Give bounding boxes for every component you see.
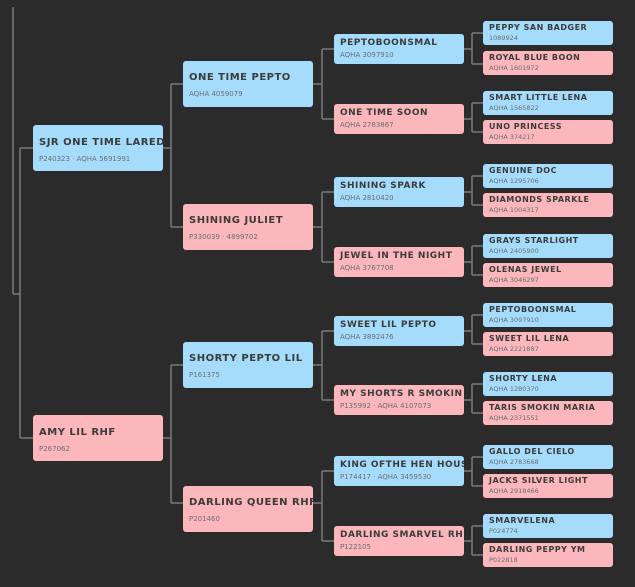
horse-name: MY SHORTS R SMOKIN [340, 389, 463, 399]
horse-name: SHINING SPARK [340, 181, 426, 191]
horse-name: SWEET LIL PEPTO [340, 320, 437, 330]
pedigree-node-g3[interactable]: DARLING SMARVEL RHF P122105 [334, 526, 464, 556]
registration-number: AQHA 1295706 [489, 177, 539, 185]
registration-number: P330039 · 4899702 [189, 233, 258, 241]
horse-name: ONE TIME PEPTO [189, 72, 291, 83]
pedigree-node-g4[interactable]: ROYAL BLUE BOON AQHA 1601972 [483, 51, 613, 75]
registration-number: AQHA 1004317 [489, 206, 539, 214]
registration-number: AQHA 2221887 [489, 345, 539, 353]
pedigree-node-g3[interactable]: PEPTOBOONSMAL AQHA 3097910 [334, 34, 464, 64]
pedigree-node-g4[interactable]: SMARVELENA P024774 [483, 514, 613, 538]
registration-number: AQHA 3046297 [489, 276, 539, 284]
horse-name: JEWEL IN THE NIGHT [340, 251, 453, 261]
pedigree-node-g3[interactable]: JEWEL IN THE NIGHT AQHA 3767708 [334, 247, 464, 277]
pedigree-node-dam[interactable]: AMY LIL RHF P267062 [33, 415, 163, 461]
horse-name: ROYAL BLUE BOON [489, 53, 581, 62]
pedigree-node-sire[interactable]: SJR ONE TIME LAREDO P240323 · AQHA 56919… [33, 125, 163, 171]
horse-name: SHORTY PEPTO LIL [189, 353, 303, 364]
horse-name: SJR ONE TIME LAREDO [39, 137, 163, 148]
horse-name: SHORTY LENA [489, 374, 558, 383]
pedigree-node-g4[interactable]: TARIS SMOKIN MARIA AQHA 2371551 [483, 401, 613, 425]
pedigree-node-g4[interactable]: PEPTOBOONSMAL AQHA 3097910 [483, 303, 613, 327]
pedigree-node-g4[interactable]: SMART LITTLE LENA AQHA 1565822 [483, 91, 613, 115]
horse-name: PEPTOBOONSMAL [340, 38, 438, 48]
registration-number: 1089924 [489, 34, 518, 42]
registration-number: AQHA 1565822 [489, 104, 539, 112]
registration-number: AQHA 2783867 [340, 121, 394, 129]
registration-number: AQHA 4059079 [189, 90, 243, 98]
horse-name: SMART LITTLE LENA [489, 93, 588, 102]
registration-number: P024774 [489, 527, 518, 535]
pedigree-node-g4[interactable]: SWEET LIL LENA AQHA 2221887 [483, 332, 613, 356]
registration-number: AQHA 3892476 [340, 333, 394, 341]
pedigree-node-g4[interactable]: PEPPY SAN BADGER 1089924 [483, 21, 613, 45]
horse-name: PEPPY SAN BADGER [489, 23, 588, 32]
pedigree-node-g4[interactable]: JACKS SILVER LIGHT AQHA 2918466 [483, 474, 613, 498]
horse-name: PEPTOBOONSMAL [489, 305, 577, 314]
pedigree-node-g4[interactable]: GENUINE DOC AQHA 1295706 [483, 164, 613, 188]
registration-number: AQHA 1601972 [489, 64, 539, 72]
horse-name: UNO PRINCESS [489, 122, 562, 131]
registration-number: P161375 [189, 371, 220, 379]
registration-number: P174417 · AQHA 3459530 [340, 473, 432, 481]
horse-name: DARLING PEPPY YM [489, 545, 586, 554]
horse-name: DIAMONDS SPARKLE [489, 195, 590, 204]
pedigree-node-dam-dam[interactable]: DARLING QUEEN RHF P201460 [183, 486, 313, 532]
pedigree-node-g4[interactable]: GALLO DEL CIELO AQHA 2783668 [483, 445, 613, 469]
registration-number: AQHA 3767708 [340, 264, 394, 272]
pedigree-node-g4[interactable]: GRAYS STARLIGHT AQHA 2405900 [483, 234, 613, 258]
horse-name: DARLING QUEEN RHF [189, 497, 313, 508]
pedigree-node-g4[interactable]: OLENAS JEWEL AQHA 3046297 [483, 263, 613, 287]
pedigree-node-sire-dam[interactable]: SHINING JULIET P330039 · 4899702 [183, 204, 313, 250]
registration-number: AQHA 1280370 [489, 385, 539, 393]
horse-name: ONE TIME SOON [340, 108, 429, 118]
pedigree-node-g3[interactable]: MY SHORTS R SMOKIN P135992 · AQHA 410707… [334, 385, 464, 415]
pedigree-node-sire-sire[interactable]: ONE TIME PEPTO AQHA 4059079 [183, 61, 313, 107]
horse-name: OLENAS JEWEL [489, 265, 562, 274]
registration-number: AQHA 374217 [489, 133, 535, 141]
registration-number: P122105 [340, 543, 371, 551]
registration-number: P201460 [189, 515, 220, 523]
registration-number: P135992 · AQHA 4107073 [340, 402, 432, 410]
horse-name: SMARVELENA [489, 516, 556, 525]
horse-name: GRAYS STARLIGHT [489, 236, 579, 245]
pedigree-node-dam-sire[interactable]: SHORTY PEPTO LIL P161375 [183, 342, 313, 388]
pedigree-node-g3[interactable]: SWEET LIL PEPTO AQHA 3892476 [334, 316, 464, 346]
pedigree-node-g3[interactable]: KING OFTHE HEN HOUSE P174417 · AQHA 3459… [334, 456, 464, 486]
horse-name: SWEET LIL LENA [489, 334, 570, 343]
registration-number: AQHA 2405900 [489, 247, 539, 255]
pedigree-node-g4[interactable]: UNO PRINCESS AQHA 374217 [483, 120, 613, 144]
horse-name: GALLO DEL CIELO [489, 447, 575, 456]
horse-name: TARIS SMOKIN MARIA [489, 403, 596, 412]
pedigree-node-g3[interactable]: ONE TIME SOON AQHA 2783867 [334, 104, 464, 134]
horse-name: SHINING JULIET [189, 215, 284, 226]
registration-number: AQHA 2783668 [489, 458, 539, 466]
pedigree-node-g3[interactable]: SHINING SPARK AQHA 2810420 [334, 177, 464, 207]
horse-name: DARLING SMARVEL RHF [340, 530, 464, 540]
horse-name: AMY LIL RHF [39, 427, 116, 438]
registration-number: P240323 · AQHA 5691991 [39, 155, 131, 163]
registration-number: AQHA 2918466 [489, 487, 539, 495]
pedigree-node-g4[interactable]: DARLING PEPPY YM P022818 [483, 543, 613, 567]
registration-number: P267062 [39, 445, 70, 453]
registration-number: AQHA 3097910 [489, 316, 539, 324]
pedigree-node-g4[interactable]: DIAMONDS SPARKLE AQHA 1004317 [483, 193, 613, 217]
registration-number: AQHA 2371551 [489, 414, 539, 422]
horse-name: JACKS SILVER LIGHT [489, 476, 588, 485]
registration-number: AQHA 2810420 [340, 194, 394, 202]
horse-name: GENUINE DOC [489, 166, 557, 175]
registration-number: AQHA 3097910 [340, 51, 394, 59]
horse-name: KING OFTHE HEN HOUSE [340, 460, 464, 470]
registration-number: P022818 [489, 556, 518, 564]
pedigree-node-g4[interactable]: SHORTY LENA AQHA 1280370 [483, 372, 613, 396]
